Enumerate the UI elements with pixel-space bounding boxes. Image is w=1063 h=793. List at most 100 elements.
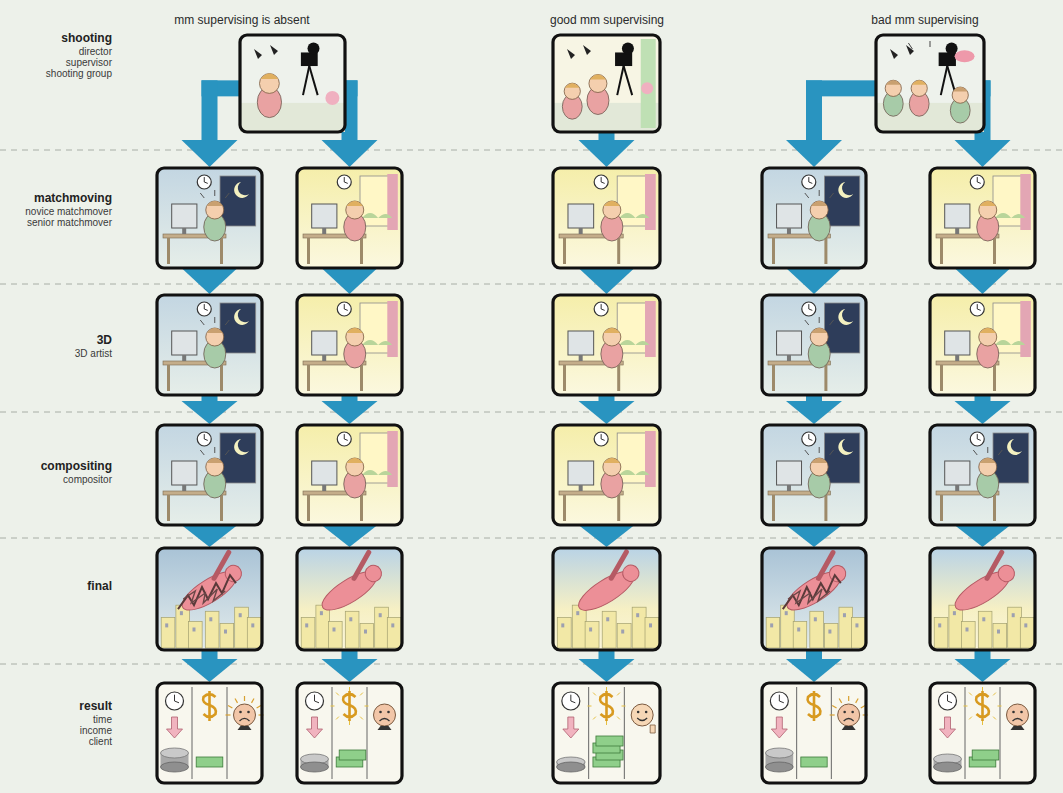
- drawing: [808, 304, 809, 309]
- drawing: [977, 177, 978, 182]
- drawing: [809, 309, 813, 310]
- person-head: [206, 328, 224, 346]
- monitor: [568, 331, 594, 355]
- building: [161, 617, 175, 648]
- panel-frame: [240, 35, 345, 132]
- flow-arrow: [955, 401, 1011, 424]
- camera: [939, 52, 956, 66]
- drawing: [331, 706, 335, 707]
- monitor: [945, 204, 970, 228]
- monitor: [777, 461, 802, 485]
- drawing: [362, 213, 392, 218]
- down-arrow: [563, 717, 579, 738]
- person-head: [979, 458, 997, 476]
- clock-icon: [802, 175, 816, 189]
- flow-arrow: [182, 525, 238, 547]
- drawing: [601, 309, 605, 310]
- drawing: [590, 75, 606, 80]
- drawing: [617, 238, 620, 264]
- anger-rays: [235, 699, 238, 703]
- row-separator: [0, 150, 1063, 151]
- building: [329, 621, 343, 648]
- drawing: [579, 485, 583, 491]
- drawing: [238, 726, 252, 730]
- divider: [367, 687, 368, 779]
- row-label: final: [87, 580, 112, 592]
- drawing: [977, 439, 981, 440]
- person-head: [603, 458, 621, 476]
- drawing: [303, 66, 309, 95]
- stress-marks: [805, 190, 834, 198]
- flow-arrow: [579, 268, 635, 294]
- building: [934, 617, 948, 648]
- panel-background: [762, 168, 866, 268]
- drawing: [344, 304, 345, 309]
- drawing: [969, 693, 972, 696]
- row-separator: [0, 412, 1063, 413]
- monitor: [945, 331, 970, 355]
- drawing: [204, 182, 208, 183]
- stress-marks: [200, 190, 229, 198]
- drawing: [563, 238, 566, 264]
- drawing: [808, 434, 809, 439]
- person-head: [206, 201, 224, 219]
- panel-frame: [762, 295, 866, 395]
- drawing: [344, 177, 345, 182]
- panel-background: [876, 35, 984, 132]
- panel-frame: [297, 295, 402, 395]
- building: [617, 624, 631, 648]
- drawing: [320, 611, 323, 615]
- drawing: [349, 687, 350, 691]
- moon: [234, 439, 249, 455]
- drawing: [824, 365, 827, 391]
- moon: [838, 309, 853, 325]
- drawing: [851, 711, 854, 714]
- drawing: [347, 201, 363, 206]
- drawing: [779, 695, 780, 701]
- drawing: [301, 762, 329, 772]
- role-label: supervisor: [66, 57, 112, 68]
- drawing: [1011, 726, 1025, 730]
- drawing: [315, 701, 320, 703]
- anger-rays: [830, 714, 835, 715]
- panel-frame: [297, 683, 402, 783]
- building: [301, 617, 315, 648]
- clock-icon: [802, 432, 816, 446]
- flow-arrow: [182, 401, 238, 424]
- dollar-sign: [203, 691, 216, 721]
- panel-background: [553, 35, 660, 132]
- drawing: [322, 355, 326, 361]
- clock-icon: [337, 432, 351, 446]
- panel-background: [553, 425, 660, 525]
- drawing: [360, 365, 363, 391]
- panel-background: [553, 295, 660, 395]
- row-label: shooting: [61, 32, 112, 44]
- drawing: [604, 458, 620, 463]
- drawing: [940, 238, 943, 264]
- curtain: [645, 301, 656, 357]
- divider: [332, 687, 333, 779]
- banknote: [339, 750, 366, 760]
- panel-frame: [876, 35, 984, 132]
- building: [632, 607, 646, 648]
- drawing: [183, 589, 225, 603]
- curtain: [387, 174, 398, 230]
- panel-frame: [762, 548, 866, 650]
- flow-arrow: [786, 268, 842, 294]
- drawing: [207, 552, 237, 578]
- drawing: [995, 562, 1017, 584]
- drawing: [941, 66, 947, 95]
- flow-arrow: [955, 525, 1011, 547]
- drawing: [824, 238, 827, 264]
- drawing: [997, 630, 1000, 634]
- row-label: matchmoving: [34, 192, 112, 204]
- flow-arrow: [322, 659, 378, 682]
- drawing: [955, 228, 959, 234]
- curtain: [387, 431, 398, 487]
- moon: [838, 182, 853, 198]
- monitor: [777, 331, 802, 355]
- flow-arrow: [786, 401, 842, 424]
- anger-rays: [848, 696, 849, 701]
- building: [793, 621, 807, 648]
- clock-icon: [562, 692, 580, 710]
